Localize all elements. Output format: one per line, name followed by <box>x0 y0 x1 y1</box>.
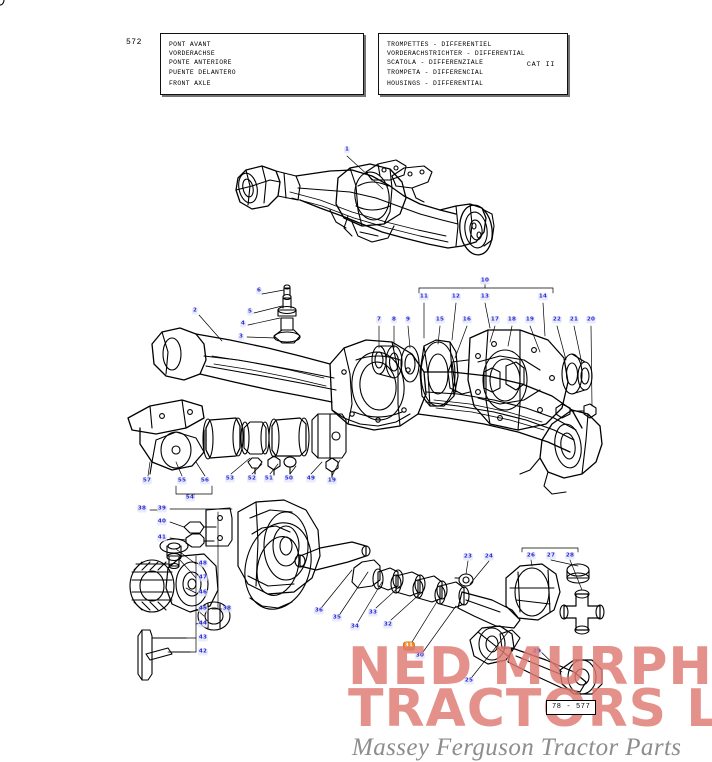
callout-28[interactable]: 28 <box>564 552 576 560</box>
callout-23[interactable]: 23 <box>462 553 474 561</box>
callout-34[interactable]: 34 <box>349 623 361 631</box>
callout-21[interactable]: 21 <box>568 316 580 324</box>
callout-43[interactable]: 43 <box>197 634 209 642</box>
callout-38[interactable]: 38 <box>136 505 148 513</box>
callout-49[interactable]: 49 <box>305 475 317 483</box>
assembled-front-axle <box>235 159 495 256</box>
callout-8[interactable]: 8 <box>390 316 398 324</box>
callout-7[interactable]: 7 <box>375 316 383 324</box>
callout-10[interactable]: 10 <box>479 277 491 285</box>
page-number: 572 <box>126 38 142 47</box>
callout-1[interactable]: 1 <box>343 146 351 154</box>
callout-35[interactable]: 35 <box>331 614 343 622</box>
exploded-parts-diagram <box>0 0 605 695</box>
callout-51[interactable]: 51 <box>263 475 275 483</box>
title-box-front-axle: PONT AVANT VORDERACHSE PONTE ANTERIORE P… <box>160 33 364 95</box>
title-right-multilingual: TROMPETTES - DIFFERENTIEL VORDERACHSTRIC… <box>387 41 526 76</box>
callout-45[interactable]: 45 <box>197 605 209 613</box>
callout-41[interactable]: 41 <box>156 534 168 542</box>
callout-57[interactable]: 57 <box>141 477 153 485</box>
title-right-english: HOUSINGS - DIFFERENTIAL <box>387 80 484 87</box>
callout-46[interactable]: 46 <box>197 589 209 597</box>
callout-32[interactable]: 32 <box>382 621 394 629</box>
callout-16[interactable]: 16 <box>461 316 473 324</box>
callout-25[interactable]: 25 <box>463 677 475 685</box>
title-box-housings-differential: TROMPETTES - DIFFERENTIEL VORDERACHSTRIC… <box>378 33 568 95</box>
callout-36[interactable]: 36 <box>313 607 325 615</box>
callout-26[interactable]: 26 <box>525 552 537 560</box>
callout-17[interactable]: 17 <box>489 316 501 324</box>
callout-55[interactable]: 55 <box>176 477 188 485</box>
callout-48[interactable]: 48 <box>197 560 209 568</box>
callout-5[interactable]: 5 <box>246 308 254 316</box>
callout-47[interactable]: 47 <box>197 574 209 582</box>
callout-19b[interactable]: 19 <box>326 477 338 485</box>
callout-27[interactable]: 27 <box>545 552 557 560</box>
callout-50[interactable]: 50 <box>283 475 295 483</box>
callout-14[interactable]: 14 <box>537 293 549 301</box>
callout-19[interactable]: 19 <box>524 316 536 324</box>
figure-reference-box: 78 - 577 <box>546 700 597 715</box>
callout-42[interactable]: 42 <box>197 648 209 656</box>
callout-39[interactable]: 39 <box>156 505 168 513</box>
axle-housing-exploded <box>127 284 603 495</box>
callout-31[interactable]: 31 <box>403 642 415 650</box>
callout-38b[interactable]: 38 <box>221 605 233 613</box>
callout-2[interactable]: 2 <box>191 307 199 315</box>
callout-22[interactable]: 22 <box>551 316 563 324</box>
callout-6[interactable]: 6 <box>255 287 263 295</box>
category-code: CAT II <box>526 61 555 69</box>
callout-18[interactable]: 18 <box>506 316 518 324</box>
differential-internal-detail <box>129 499 321 681</box>
differential-carrier-group <box>371 329 597 431</box>
callout-29[interactable]: 29 <box>531 648 543 656</box>
title-left-english: FRONT AXLE <box>169 80 211 87</box>
callout-11[interactable]: 11 <box>418 293 430 301</box>
callout-30[interactable]: 30 <box>414 652 426 660</box>
callout-33[interactable]: 33 <box>367 609 379 617</box>
callout-40[interactable]: 40 <box>156 518 168 526</box>
callout-53[interactable]: 53 <box>224 475 236 483</box>
callout-13[interactable]: 13 <box>479 293 491 301</box>
callout-52[interactable]: 52 <box>246 475 258 483</box>
callout-56[interactable]: 56 <box>199 477 211 485</box>
callout-20[interactable]: 20 <box>585 316 597 324</box>
callout-44[interactable]: 44 <box>197 620 209 628</box>
title-left-multilingual: PONT AVANT VORDERACHSE PONTE ANTERIORE P… <box>169 41 236 76</box>
callout-54[interactable]: 54 <box>184 494 196 502</box>
driveshaft-assembly <box>0 0 605 695</box>
callout-24[interactable]: 24 <box>483 553 495 561</box>
callout-4[interactable]: 4 <box>239 320 247 328</box>
callout-15[interactable]: 15 <box>434 316 446 324</box>
callout-3[interactable]: 3 <box>237 333 245 341</box>
callout-9[interactable]: 9 <box>404 316 412 324</box>
callout-12[interactable]: 12 <box>450 293 462 301</box>
